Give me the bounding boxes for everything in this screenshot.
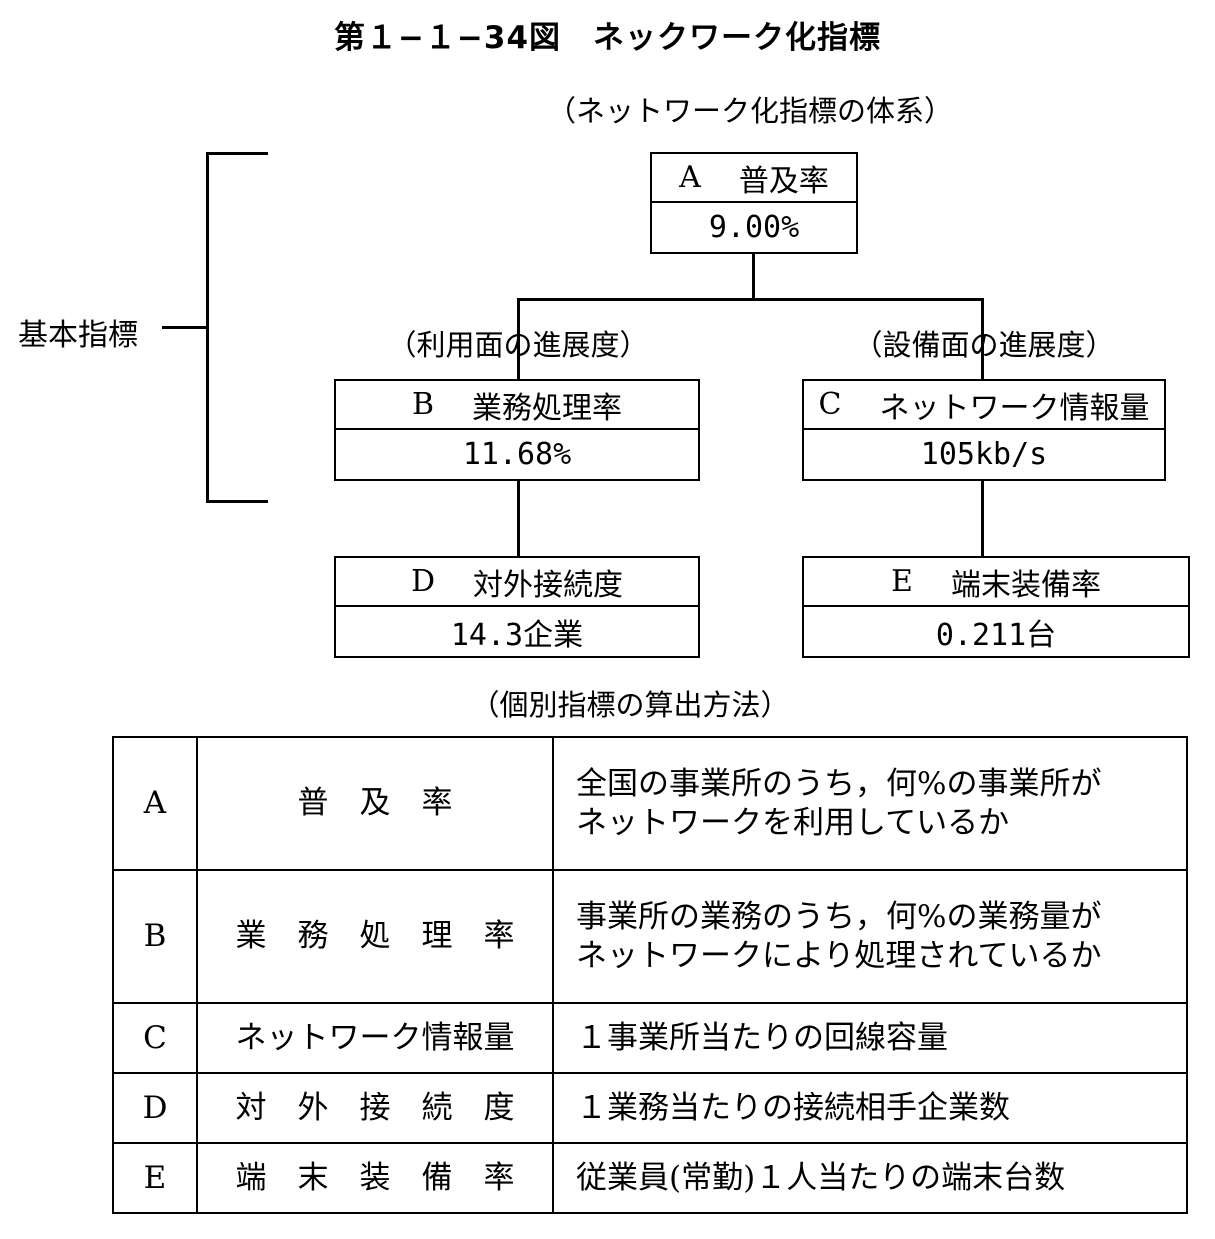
method-description-line: 事業所の業務のうち，何%の業務量が — [576, 899, 1102, 936]
node-b-box: B 業務処理率 11.68% — [334, 379, 700, 481]
method-table: A 普 及 率 全国の事業所のうち，何%の事業所が ネットワークを利用しているか… — [112, 735, 1188, 1214]
method-name: 業 務 処 理 率 — [196, 869, 554, 1005]
node-a-box: A 普及率 9.00% — [650, 152, 858, 254]
method-description: 従業員(常勤)１人当たりの端末台数 — [552, 1142, 1188, 1214]
usage-heading: （利用面の進展度） — [387, 328, 649, 362]
node-c-name: ネットワーク情報量 — [879, 390, 1150, 426]
bracket-bottom-tick — [206, 500, 268, 503]
node-e-name-cell: E 端末装備率 — [804, 558, 1188, 607]
method-letter: D — [112, 1072, 198, 1145]
facility-heading: （設備面の進展度） — [853, 328, 1115, 362]
node-e-value: 0.211台 — [935, 617, 1057, 653]
method-description-line: １業務当たりの接続相手企業数 — [576, 1089, 1010, 1126]
node-d-value: 14.3企業 — [450, 617, 584, 653]
node-a-letter: A — [679, 160, 701, 195]
node-b-name-cell: B 業務処理率 — [336, 381, 698, 430]
method-description-line: 従業員(常勤)１人当たりの端末台数 — [576, 1159, 1066, 1196]
node-d-letter: D — [410, 564, 436, 599]
node-c-value: 105kb/s — [920, 437, 1048, 472]
table-row: C ネットワーク情報量 １事業所当たりの回線容量 — [112, 1002, 1188, 1075]
connector-c-to-e — [981, 481, 984, 559]
node-b-name: 業務処理率 — [472, 390, 623, 426]
method-heading: （個別指標の算出方法） — [470, 688, 790, 722]
method-description-line: 全国の事業所のうち，何%の事業所が — [576, 765, 1102, 802]
method-description: 全国の事業所のうち，何%の事業所が ネットワークを利用しているか — [552, 735, 1188, 872]
figure-title: 第１−１−34図 ネックワーク化指標 — [333, 20, 882, 56]
node-a-name-cell: A 普及率 — [652, 154, 856, 203]
node-e-letter: E — [891, 564, 913, 599]
method-description-line: ネットワークを利用しているか — [576, 804, 1010, 841]
connector-to-c — [981, 298, 984, 382]
node-c-name-cell: C ネットワーク情報量 — [804, 381, 1164, 430]
node-b-value: 11.68% — [462, 437, 572, 472]
connector-a-down — [752, 254, 755, 300]
method-description: １業務当たりの接続相手企業数 — [552, 1072, 1188, 1145]
node-e-box: E 端末装備率 0.211台 — [802, 556, 1190, 658]
node-d-box: D 対外接続度 14.3企業 — [334, 556, 700, 658]
node-e-name: 端末装備率 — [950, 567, 1101, 603]
method-name: 普 及 率 — [196, 735, 554, 872]
connector-horizontal — [517, 298, 983, 301]
basic-indicator-label: 基本指標 — [18, 318, 138, 353]
bracket-label-connector — [162, 326, 208, 329]
method-letter: B — [112, 869, 198, 1005]
connector-b-to-d — [517, 481, 520, 559]
table-row: B 業 務 処 理 率 事業所の業務のうち，何%の業務量が ネットワークにより処… — [112, 869, 1188, 1005]
system-heading: （ネットワーク化指標の体系） — [546, 94, 953, 128]
node-a-value: 9.00% — [708, 210, 800, 245]
method-letter: E — [112, 1142, 198, 1214]
method-name: 端 末 装 備 率 — [196, 1142, 554, 1214]
table-row: E 端 末 装 備 率 従業員(常勤)１人当たりの端末台数 — [112, 1142, 1188, 1214]
table-row: D 対 外 接 続 度 １業務当たりの接続相手企業数 — [112, 1072, 1188, 1145]
method-description: 事業所の業務のうち，何%の業務量が ネットワークにより処理されているか — [552, 869, 1188, 1005]
method-description-line: １事業所当たりの回線容量 — [576, 1019, 948, 1056]
method-letter: C — [112, 1002, 198, 1075]
node-c-letter: C — [818, 387, 842, 422]
method-name: ネットワーク情報量 — [196, 1002, 554, 1075]
bracket-top-tick — [206, 152, 268, 155]
node-d-name: 対外接続度 — [473, 567, 624, 603]
node-a-name: 普及率 — [738, 163, 829, 199]
table-row: A 普 及 率 全国の事業所のうち，何%の事業所が ネットワークを利用しているか — [112, 735, 1188, 872]
node-b-letter: B — [411, 387, 435, 422]
method-description-line: ネットワークにより処理されているか — [576, 937, 1102, 974]
node-c-box: C ネットワーク情報量 105kb/s — [802, 379, 1166, 481]
connector-to-b — [517, 298, 520, 382]
method-description: １事業所当たりの回線容量 — [552, 1002, 1188, 1075]
method-letter: A — [112, 735, 198, 872]
node-d-name-cell: D 対外接続度 — [336, 558, 698, 607]
method-name: 対 外 接 続 度 — [196, 1072, 554, 1145]
